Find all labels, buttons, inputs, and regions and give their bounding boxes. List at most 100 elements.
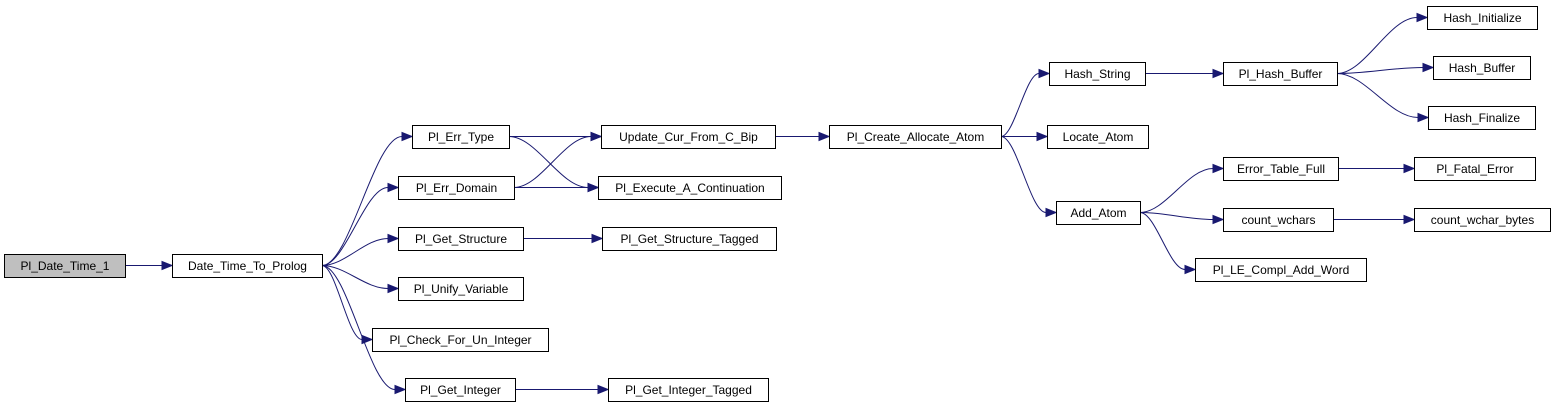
edge-pl-hash-buffer-to-hash-buffer [1336,62,1435,74]
arrowhead-icon [1422,62,1435,73]
edge-pl-err-type-to-pl-execute-a-continuation [508,136,600,193]
node-box [1056,201,1141,225]
node-pl-execute-a-continuation[interactable]: Pl_Execute_A_Continuation [598,176,782,200]
arrowhead-icon [1403,163,1416,174]
node-box [1414,208,1551,232]
node-pl-unify-variable[interactable]: Pl_Unify_Variable [398,277,524,301]
node-box [398,277,524,301]
node-pl-get-structure-tagged[interactable]: Pl_Get_Structure_Tagged [602,227,777,251]
edge-line [1336,73,1419,118]
node-box [1195,258,1367,282]
edge-add-atom-to-pl-le-compl-add-word [1139,212,1197,275]
node-box [1414,157,1536,181]
node-hash-string[interactable]: Hash_String [1049,62,1146,86]
node-box [398,176,515,200]
node-box [1428,106,1536,130]
edge-add-atom-to-count-wchars [1139,212,1225,225]
node-hash-initialize[interactable]: Hash_Initialize [1427,6,1538,30]
edge-pl-hash-buffer-to-hash-finalize [1336,73,1430,123]
node-label: Pl_Get_Structure [415,232,507,246]
edge-line [513,136,592,188]
node-label: Pl_Err_Type [428,130,494,144]
edge-line [321,238,389,266]
node-error-table-full[interactable]: Error_Table_Full [1223,157,1339,181]
node-box [4,254,126,278]
node-label: Pl_Err_Domain [416,181,497,195]
node-hash-buffer[interactable]: Hash_Buffer [1433,56,1531,80]
node-pl-date-time-1[interactable]: Pl_Date_Time_1 [4,254,126,278]
node-box [412,125,510,149]
node-label: Pl_Hash_Buffer [1239,67,1323,81]
node-pl-fatal-error[interactable]: Pl_Fatal_Error [1414,157,1536,181]
node-label: Pl_Get_Integer [420,383,501,397]
arrowhead-icon [1212,68,1225,79]
edge-error-table-full-to-pl-fatal-error [1338,163,1416,174]
edge-pl-create-allocate-atom-to-add-atom [1000,136,1058,218]
node-pl-err-domain[interactable]: Pl_Err_Domain [398,176,515,200]
edge-line [1000,136,1047,213]
node-label: count_wchar_bytes [1431,213,1534,227]
node-date-time-to-prolog[interactable]: Date_Time_To_Prolog [172,254,323,278]
node-pl-hash-buffer[interactable]: Pl_Hash_Buffer [1223,62,1338,86]
call-edges [125,12,1435,395]
node-label: Date_Time_To_Prolog [188,259,307,273]
arrowhead-icon [1184,264,1197,275]
node-update-cur-from-c-bip[interactable]: Update_Cur_From_C_Bip [601,125,776,149]
arrowhead-icon [587,182,600,193]
arrowhead-icon [1045,207,1058,218]
node-pl-le-compl-add-word[interactable]: Pl_LE_Compl_Add_Word [1195,258,1367,282]
node-label: Pl_Unify_Variable [414,282,509,296]
node-box [598,176,782,200]
edge-line [1139,212,1186,270]
node-pl-get-integer[interactable]: Pl_Get_Integer [405,378,516,402]
node-label: Pl_Fatal_Error [1436,162,1513,176]
arrowhead-icon [1416,12,1429,23]
edge-date-time-to-prolog-to-pl-err-domain [321,182,400,266]
edge-count-wchars-to-count-wchar-bytes [1333,214,1416,225]
node-hash-finalize[interactable]: Hash_Finalize [1428,106,1536,130]
arrowhead-icon [387,283,400,294]
arrowhead-icon [1212,214,1225,225]
arrowhead-icon [161,260,174,271]
node-pl-get-integer-tagged[interactable]: Pl_Get_Integer_Tagged [608,378,769,402]
edge-line [321,265,363,340]
node-label: Locate_Atom [1063,130,1134,144]
edge-pl-get-integer-to-pl-get-integer-tagged [515,384,610,395]
node-label: Error_Table_Full [1237,162,1325,176]
node-box [1223,62,1338,86]
arrowhead-icon [1212,163,1225,174]
node-pl-err-type[interactable]: Pl_Err_Type [412,125,510,149]
edge-date-time-to-prolog-to-pl-get-integer [321,265,407,395]
edge-line [1336,67,1424,74]
node-box [602,227,777,251]
node-box [608,378,769,402]
node-label: count_wchars [1241,213,1315,227]
node-count-wchars[interactable]: count_wchars [1223,208,1334,232]
arrowhead-icon [818,131,831,142]
edge-line [321,265,389,289]
arrowhead-icon [1403,214,1416,225]
node-box [1433,56,1531,80]
node-locate-atom[interactable]: Locate_Atom [1047,125,1149,149]
node-label: Pl_Execute_A_Continuation [615,181,764,195]
arrowhead-icon [361,334,374,345]
node-add-atom[interactable]: Add_Atom [1056,201,1141,225]
edge-date-time-to-prolog-to-pl-unify-variable [321,265,400,294]
edge-date-time-to-prolog-to-pl-get-structure [321,233,400,266]
arrowhead-icon [387,233,400,244]
node-box [1047,125,1149,149]
node-pl-check-for-un-integer[interactable]: Pl_Check_For_Un_Integer [372,328,549,352]
node-pl-get-structure[interactable]: Pl_Get_Structure [398,227,524,251]
node-label: Hash_Initialize [1443,11,1521,25]
node-pl-create-allocate-atom[interactable]: Pl_Create_Allocate_Atom [829,125,1002,149]
node-box [1223,208,1334,232]
node-box [172,254,323,278]
node-box [1049,62,1146,86]
edge-date-time-to-prolog-to-pl-check-for-un-integer [321,265,374,345]
node-box [372,328,549,352]
node-count-wchar-bytes[interactable]: count_wchar_bytes [1414,208,1551,232]
function-nodes: Pl_Date_Time_1 Date_Time_To_Prolog Pl_Err_… [4,6,1551,402]
edge-pl-date-time-1-to-date-time-to-prolog [125,260,174,271]
edge-pl-get-structure-to-pl-get-structure-tagged [523,233,604,244]
edge-hash-string-to-pl-hash-buffer [1145,68,1225,79]
